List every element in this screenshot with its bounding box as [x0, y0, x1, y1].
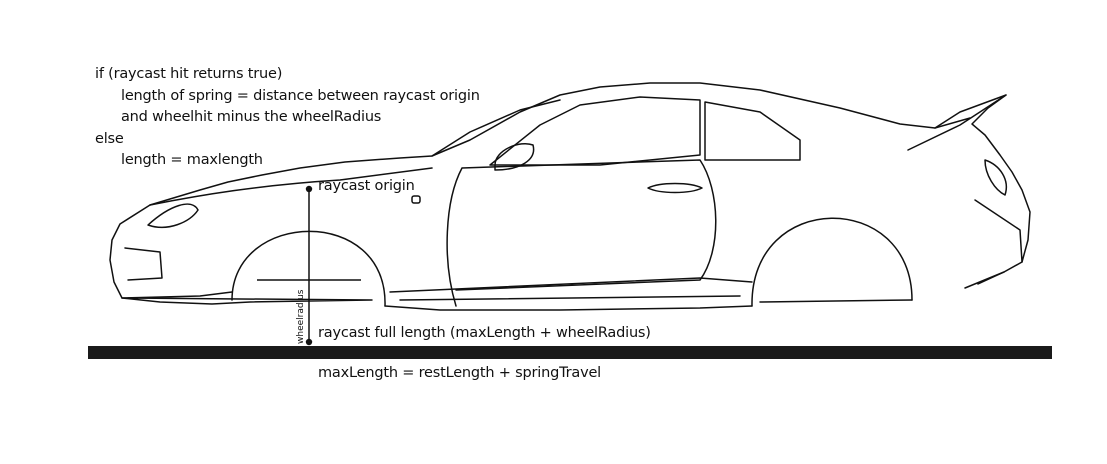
- max-length-label: maxLength = restLength + springTravel: [318, 365, 601, 381]
- raycast-end-dot: [306, 339, 312, 345]
- pseudocode-line: and wheelhit minus the wheelRadius: [95, 107, 480, 129]
- pseudocode-line: if (raycast hit returns true): [95, 64, 480, 86]
- raycast-full-length-label: raycast full length (maxLength + wheelRa…: [318, 325, 651, 341]
- side-window: [490, 97, 700, 165]
- pseudocode-block: if (raycast hit returns true) length of …: [95, 64, 480, 172]
- ground-bar: [88, 346, 1052, 359]
- wheel-radius-label: wheelradius: [296, 290, 306, 344]
- rear-wheel-arch: [752, 218, 912, 306]
- raycast-origin-label: raycast origin: [318, 178, 415, 194]
- pseudocode-line: length = maxlength: [95, 150, 480, 172]
- raycast-origin-dot: [306, 186, 312, 192]
- rear-spoiler: [908, 95, 1006, 150]
- rear-quarter-window: [705, 102, 800, 160]
- front-lip: [122, 292, 232, 298]
- door-handle: [648, 184, 702, 193]
- rear-taillight: [985, 160, 1006, 195]
- pseudocode-line: else: [95, 129, 480, 151]
- front-bumper-detail: [125, 248, 162, 280]
- side-skirt: [390, 278, 752, 300]
- rear-bumper: [965, 200, 1022, 288]
- headlight: [148, 204, 198, 227]
- fuel-cap: [412, 196, 420, 203]
- pseudocode-line: length of spring = distance between rayc…: [95, 86, 480, 108]
